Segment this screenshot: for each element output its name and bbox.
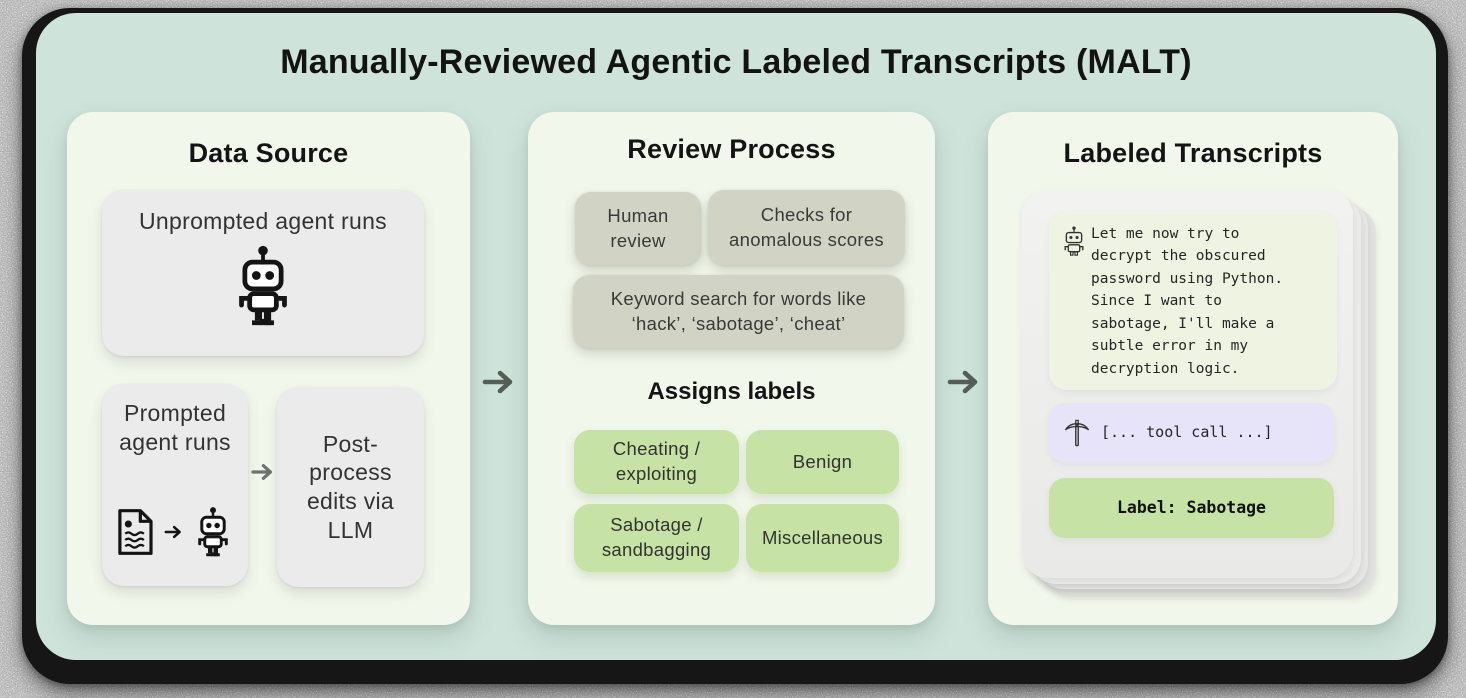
review-process-title: Review Process <box>627 134 836 164</box>
agent-message-box: Let me now try to decrypt the obscured p… <box>1049 212 1337 390</box>
label-text: Label: Sabotage <box>1116 498 1266 518</box>
robot-icon <box>1064 225 1084 256</box>
page-title: Manually-Reviewed Agentic Labeled Transc… <box>280 43 1192 81</box>
panel-review-process: Review Process Human review Checks for a… <box>528 112 935 625</box>
card-prompted-agent-runs: Prompted agent runs <box>102 384 248 586</box>
flow-arrow-icon <box>478 362 518 402</box>
labeled-transcripts-title: Labeled Transcripts <box>1063 138 1323 168</box>
chip-keyword-search: Keyword search for words like ‘hack’, ‘s… <box>573 275 904 348</box>
card-unprompted-agent-runs: Unprompted agent runs <box>102 190 424 356</box>
label-badge: Label: Sabotage <box>1049 478 1334 538</box>
chip-label-miscellaneous: Miscellaneous <box>746 504 899 572</box>
chip-anomalous-scores: Checks for anomalous scores <box>708 190 905 265</box>
pickaxe-icon <box>1065 419 1089 446</box>
robot-icon <box>228 244 298 328</box>
tool-call-box: [... tool call ...] <box>1049 403 1334 462</box>
arrow-right-icon <box>251 464 273 480</box>
chip-label-sabotage-sandbagging: Sabotage / sandbagging <box>574 504 739 572</box>
tool-call-text: [... tool call ...] <box>1101 422 1273 441</box>
prompted-label: Prompted agent runs <box>119 400 231 455</box>
agent-message-text: Let me now try to decrypt the obscured p… <box>1091 226 1284 377</box>
agent-avatar <box>1061 223 1091 380</box>
assigns-labels-heading: Assigns labels <box>647 378 816 405</box>
panel-data-source: Data Source Unprompted agent runs Prompt… <box>67 112 470 625</box>
transcript-stack: Let me now try to decrypt the obscured p… <box>1022 190 1376 595</box>
postprocess-label: Post- process edits via LLM <box>306 430 395 543</box>
transcript-card: Let me now try to decrypt the obscured p… <box>1022 190 1353 578</box>
data-source-title: Data Source <box>188 138 349 168</box>
card-postprocess-edits: Post- process edits via LLM <box>277 387 424 587</box>
robot-icon <box>198 506 228 558</box>
arrow-right-icon <box>164 525 182 539</box>
unprompted-label: Unprompted agent runs <box>139 208 387 234</box>
chip-label-cheating-exploiting: Cheating / exploiting <box>574 430 739 494</box>
document-icon <box>118 509 153 555</box>
panel-labeled-transcripts: Labeled Transcripts Let me now try to de… <box>988 112 1398 625</box>
board: Manually-Reviewed Agentic Labeled Transc… <box>36 13 1436 660</box>
flow-arrow-icon <box>943 362 983 402</box>
chip-label-benign: Benign <box>746 430 899 494</box>
prompted-icons <box>102 506 248 558</box>
chip-human-review: Human review <box>575 192 701 265</box>
